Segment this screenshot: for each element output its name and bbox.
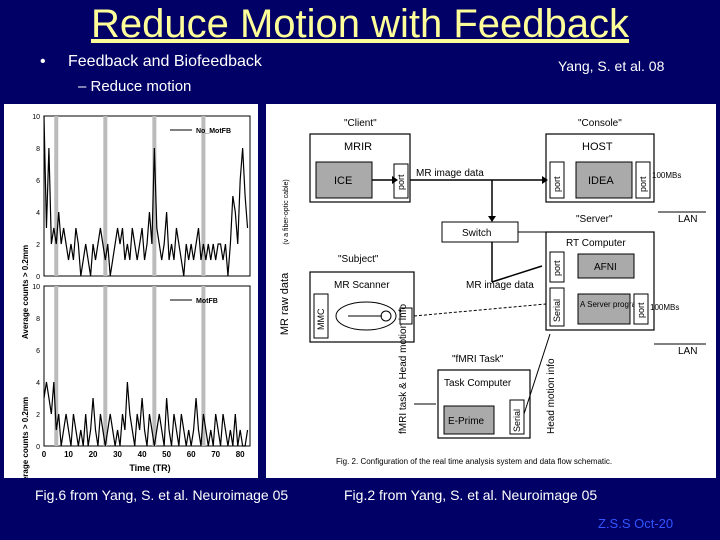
motion-figure: Average counts > 0.2mm Average counts > … <box>4 104 258 491</box>
head-motion-label: Head motion info <box>546 358 557 434</box>
bullet-text: Feedback and Biofeedback <box>68 53 262 70</box>
ice-label: ICE <box>334 175 352 187</box>
legend-label: MotFB <box>196 298 218 305</box>
bullet-marker: • <box>40 53 46 70</box>
mr-scanner-label: MR Scanner <box>334 280 390 291</box>
server-port-right-label: port <box>636 302 646 318</box>
idea-label: IDEA <box>588 175 614 187</box>
console-label: "Console" <box>578 118 622 129</box>
mr-raw-data-label: MR raw data <box>279 272 291 335</box>
rt-computer-label: RT Computer <box>566 238 626 249</box>
y-tick-label: 0 <box>36 444 40 451</box>
ice-box <box>315 161 373 199</box>
mr-image-data-label-2: MR image data <box>466 280 534 291</box>
task-serial-box <box>509 399 525 435</box>
x-tick-label: 40 <box>138 450 147 459</box>
console-port-right-label: port <box>638 176 648 192</box>
chart-panel-frame <box>43 115 251 277</box>
client-port-label: port <box>396 174 406 190</box>
chart-ylabel-bottom: Average counts > 0.2mm <box>21 397 30 478</box>
lan-label-2: LAN <box>678 346 697 357</box>
y-tick-label: 10 <box>32 284 40 291</box>
series-line-MotFB <box>43 381 249 447</box>
x-tick-label: 60 <box>187 450 196 459</box>
eprime-box <box>443 405 495 435</box>
serial-label-2: Serial <box>512 409 522 432</box>
slide-title: Reduce Motion with Feedback <box>90 2 630 46</box>
host-label: HOST <box>582 141 613 153</box>
x-tick-label: 50 <box>162 450 171 459</box>
y-tick-label: 8 <box>36 316 40 323</box>
y-tick-label: 10 <box>32 114 40 121</box>
server-port-left <box>549 251 565 283</box>
caption-right: Fig.2 from Yang, S. et al. Neuroimage 05 <box>344 487 598 503</box>
y-tick-label: 6 <box>36 348 40 355</box>
y-tick-label: 4 <box>36 380 40 387</box>
lan-label-1: LAN <box>678 214 697 225</box>
serial-port-box <box>549 287 565 327</box>
server-label: "Server" <box>576 214 613 225</box>
server-port-right <box>633 293 649 325</box>
reference-text: Yang, S. et al. 08 <box>558 58 665 74</box>
series-line-No_MotFB <box>43 115 249 277</box>
switch-label: Switch <box>462 228 491 239</box>
chart-xlabel: Time (TR) <box>129 463 170 473</box>
fmri-task-label: "fMRI Task" <box>452 354 504 365</box>
chart-ylabel-top: Average counts > 0.2mm <box>21 245 30 339</box>
y-tick-label: 6 <box>36 178 40 185</box>
mrir-label: MRIR <box>344 141 372 153</box>
afni-label: AFNI <box>594 262 617 273</box>
fiber-cable-label: (v a fiber-optic cable) <box>283 179 290 244</box>
mmc-label: MMC <box>316 308 326 330</box>
diagram-svg: MR raw data (v a fiber-optic cable) "Cli… <box>279 118 706 466</box>
a-server-box <box>577 293 631 325</box>
console-port-right <box>635 161 651 199</box>
x-tick-label: 0 <box>42 450 47 459</box>
subject-label: "Subject" <box>338 254 379 265</box>
motion-chart: Average counts > 0.2mm Average counts > … <box>21 114 251 491</box>
console-port-left <box>549 161 565 199</box>
y-tick-label: 8 <box>36 146 40 153</box>
mmc-box <box>313 293 329 339</box>
x-tick-label: 70 <box>211 450 220 459</box>
y-tick-label: 2 <box>36 412 40 419</box>
y-tick-label: 2 <box>36 242 40 249</box>
y-tick-label: 4 <box>36 210 40 217</box>
caption-left: Fig.6 from Yang, S. et al. Neuroimage 05 <box>35 487 289 503</box>
y-tick-label: 0 <box>36 274 40 281</box>
footer-text: Z.S.S Oct-20 <box>598 516 674 531</box>
x-tick-label: 10 <box>64 450 73 459</box>
system-diagram: MR raw data (v a fiber-optic cable) "Cli… <box>266 104 716 478</box>
speed-label-1: 100MBs <box>652 171 681 180</box>
serial-label-1: Serial <box>552 299 562 322</box>
x-tick-label: 80 <box>236 450 245 459</box>
x-tick-label: 20 <box>89 450 98 459</box>
speed-label-2: 100MBs <box>650 303 679 312</box>
diagram-caption: Fig. 2. Configuration of the real time a… <box>336 457 612 466</box>
scanner-port-box <box>399 307 413 325</box>
afni-box <box>577 253 635 279</box>
eprime-label: E-Prime <box>448 416 485 427</box>
task-motion-label: fMRI task & Head motion info <box>398 304 409 434</box>
idea-box <box>575 161 633 199</box>
server-port-label: port <box>552 260 562 276</box>
task-computer-label: Task Computer <box>444 378 512 389</box>
a-server-label: A Server program <box>580 300 643 309</box>
legend-label: No_MotFB <box>196 128 231 135</box>
console-port-left-label: port <box>552 176 562 192</box>
client-label: "Client" <box>344 118 377 129</box>
sub-bullet-text: – Reduce motion <box>78 78 192 95</box>
x-tick-label: 30 <box>113 450 122 459</box>
mr-image-data-label-1: MR image data <box>416 168 484 179</box>
subject-figure-icon <box>335 301 397 331</box>
